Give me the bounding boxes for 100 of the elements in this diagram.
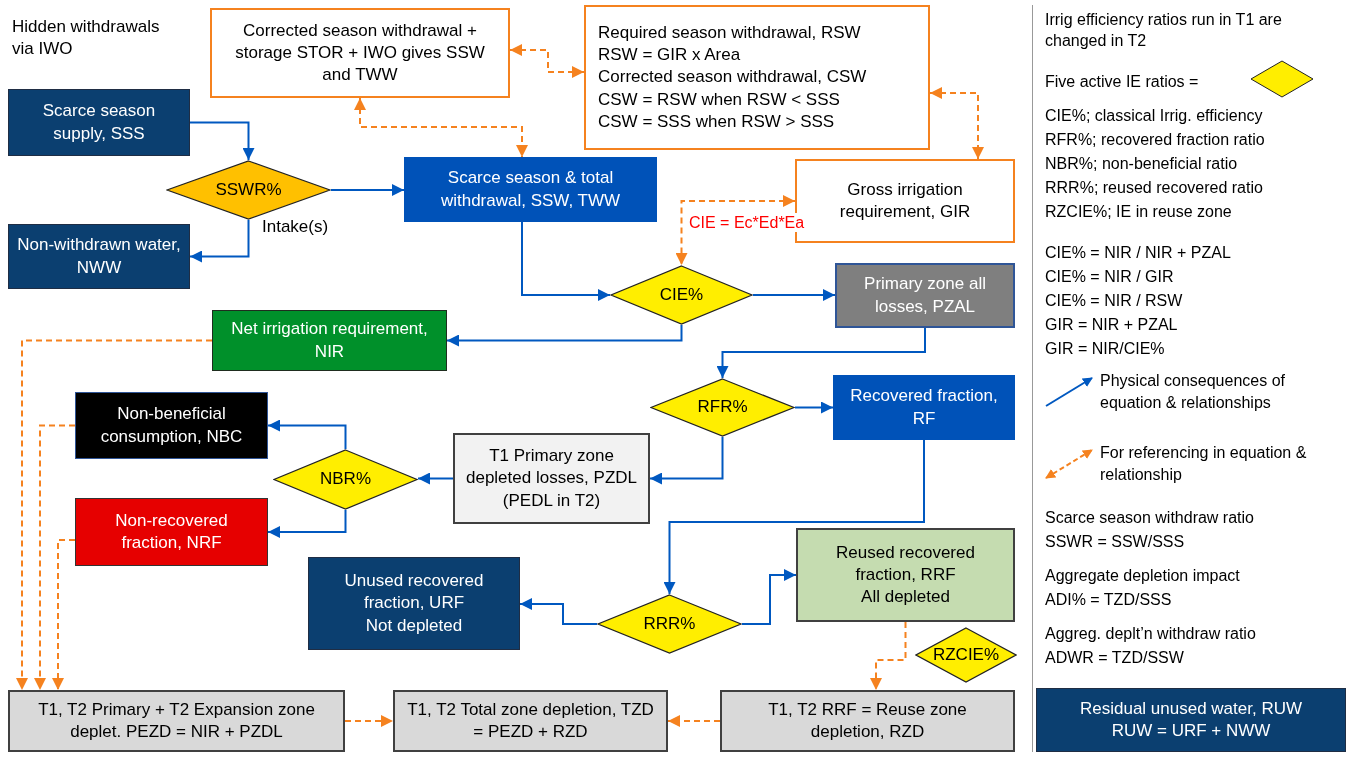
node-text: Corrected season withdrawal + storage STOR + IWO gives SSW and TWW: [234, 19, 486, 87]
node-text: Unused recovered fraction, URF: [343, 570, 485, 615]
decision-diamond: [166, 160, 331, 220]
arrow: [741, 569, 797, 625]
node-text: T1, T2 Primary + T2 Expansion zone deplet. PEZD = NIR + PZDL: [37, 698, 316, 743]
note-text: CIE% = NIR / NIR + PZAL: [1045, 243, 1232, 263]
note-text: Aggregate depletion impact: [1045, 566, 1241, 586]
process-box: [1036, 688, 1346, 752]
node-text: NBR%: [320, 468, 371, 491]
note-text: ADWR = TZD/SSW: [1045, 648, 1185, 668]
node-text: T1, T2 Total zone depletion, TZD = PEZD + RZD: [406, 698, 655, 743]
dashed-arrow: [929, 87, 984, 160]
result-box: [8, 690, 345, 752]
node-text: RUW = URF + NWW: [1111, 720, 1271, 742]
result-box: [720, 690, 1015, 752]
process-box: [796, 528, 1015, 622]
node-text: RZCIE%: [932, 643, 1000, 666]
node-text: Net irrigation requirement, NIR: [230, 318, 429, 363]
decision-diamond: [273, 449, 418, 510]
arrow: [716, 327, 926, 379]
node-text: Recovered fraction, RF: [849, 385, 999, 430]
process-box: [404, 157, 657, 222]
dashed-arrow: [870, 621, 907, 691]
process-box: [308, 557, 520, 650]
note-text: Irrig efficiency ratios run in T1 are changed in T2: [1045, 10, 1283, 51]
decision-diamond: [915, 627, 1017, 683]
note-text: NBR%; non-beneficial ratio: [1045, 154, 1239, 174]
node-text: RSW = GIR x Area: [598, 44, 741, 67]
note-text: Scarce season withdraw ratio: [1045, 508, 1255, 528]
result-box: [393, 690, 668, 752]
arrow: [189, 219, 250, 263]
process-box: [75, 498, 268, 566]
process-box: [833, 375, 1015, 440]
arrow: [752, 289, 836, 301]
arrow: [330, 184, 405, 196]
node-text: Reused recovered fraction, RRF: [835, 541, 976, 586]
reference-box: [584, 5, 930, 150]
node-text: Non-beneficial consumption, NBC: [99, 403, 244, 448]
node-text: Scarce season supply, SSS: [41, 100, 157, 145]
node-text: CIE%: [659, 283, 704, 306]
note-text: RFR%; recovered fraction ratio: [1045, 130, 1266, 150]
note-text: RRR%; reused recovered ratio: [1045, 178, 1264, 198]
arrow: [189, 121, 255, 161]
dashed-arrow: [344, 715, 394, 727]
process-box: [8, 224, 190, 289]
node-text: Required season withdrawal, RSW: [598, 22, 861, 45]
arrow: [649, 436, 724, 485]
process-box: [212, 310, 447, 371]
arrow: [267, 419, 347, 450]
note-text: Intake(s): [262, 216, 330, 238]
node-text: Scarce season & total withdrawal, SSW, TWW: [439, 167, 622, 212]
node-text: CSW = RSW when RSW < SSS: [598, 88, 840, 111]
arrow: [267, 509, 347, 538]
note-text: Aggreg. deplt’n withdraw ratio: [1045, 624, 1257, 644]
node-text: T1, T2 RRF = Reuse zone depletion, RZD: [767, 698, 968, 743]
node-text: T1 Primary zone depleted losses, PZDL (PEDL in T2): [464, 445, 638, 512]
note-text: ADI% = TZD/SSS: [1045, 590, 1173, 610]
process-box: [453, 433, 650, 524]
process-box: [8, 89, 190, 156]
decision-diamond: [610, 265, 753, 325]
note-text: GIR = NIR + PZAL: [1045, 315, 1179, 335]
process-box: [75, 392, 268, 459]
legend-text: Physical consequences of equation & relationships: [1100, 371, 1286, 413]
edge-label: CIE = Ec*Ed*Ea: [687, 213, 807, 233]
note-text: Five active IE ratios =: [1045, 72, 1200, 92]
node-text: Not depleted: [365, 614, 463, 637]
dashed-arrow: [354, 97, 528, 158]
dashed-arrow: [52, 539, 76, 691]
arrow: [417, 472, 454, 485]
node-text: RRR%: [643, 612, 696, 635]
node-text: SSWR%: [215, 178, 282, 201]
note-text: Hidden withdrawals via IWO: [12, 16, 161, 61]
node-text: Non-recovered fraction, NRF: [114, 509, 229, 554]
note-text: SSWR = SSW/SSS: [1045, 532, 1186, 552]
reference-box: [210, 8, 510, 98]
node-text: All depleted: [861, 586, 950, 609]
node-text: Corrected season withdrawal, CSW: [598, 66, 867, 89]
decision-diamond: [597, 594, 742, 654]
note-text: RZCIE%; IE in reuse zone: [1045, 202, 1233, 222]
legend-text: For referencing in equation & relationship: [1100, 443, 1308, 485]
dashed-arrow: [675, 195, 796, 266]
dashed-arrow: [667, 715, 721, 727]
dashed-arrow: [509, 44, 585, 78]
arrow: [446, 324, 683, 347]
note-text: GIR = NIR/CIE%: [1045, 339, 1166, 359]
arrow: [794, 401, 834, 414]
node-text: CSW = SSS when RSW > SSS: [598, 110, 835, 133]
arrow: [663, 439, 925, 595]
decision-diamond: [650, 378, 795, 437]
node-text: Non-withdrawn water, NWW: [17, 234, 181, 279]
process-box: [835, 263, 1015, 328]
note-text: CIE%; classical Irrig. efficiency: [1045, 106, 1264, 126]
note-text: CIE% = NIR / GIR: [1045, 267, 1175, 287]
dashed-arrow: [16, 339, 213, 691]
arrow: [519, 598, 598, 625]
arrow: [521, 221, 611, 301]
node-text: Gross irrigation requirement, GIR: [838, 178, 972, 223]
dashed-arrow: [34, 424, 76, 691]
note-text: CIE% = NIR / RSW: [1045, 291, 1184, 311]
node-text: RFR%: [697, 396, 748, 419]
